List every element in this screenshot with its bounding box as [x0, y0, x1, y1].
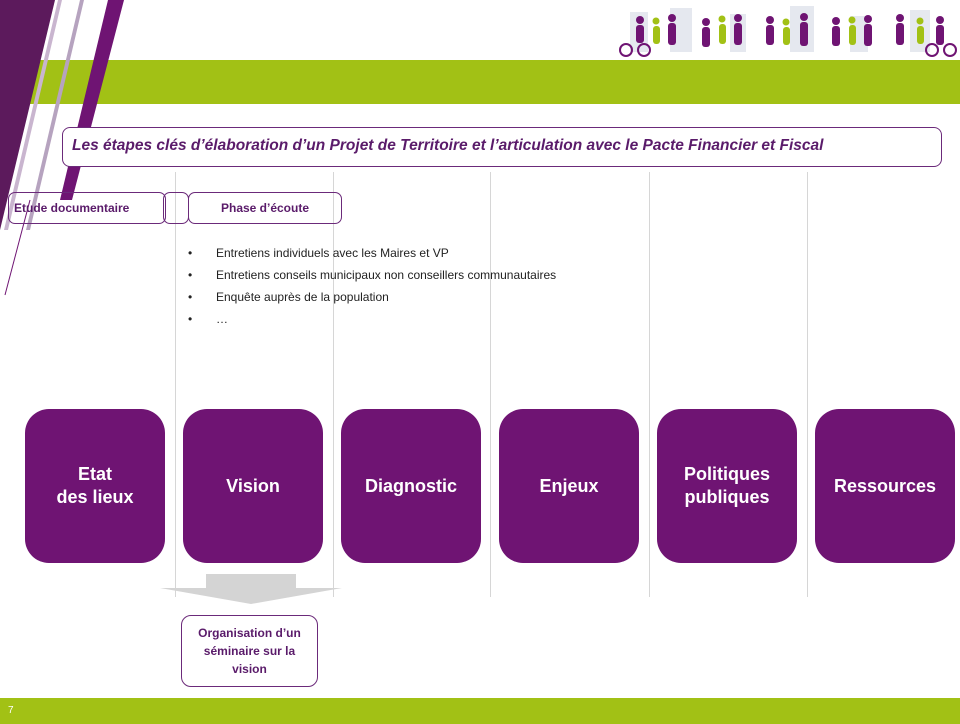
list-item: Enquête auprès de la population — [186, 289, 566, 305]
phase-ecoute-label: Phase d’écoute — [220, 201, 310, 215]
header-green-band — [0, 60, 960, 104]
column-divider — [807, 172, 808, 597]
down-arrow-icon — [160, 574, 342, 604]
column-divider — [649, 172, 650, 597]
phase-ecoute-box: Phase d’écoute — [188, 192, 342, 224]
stage-ressources: Ressources — [815, 409, 955, 563]
etude-documentaire-label: Etude documentaire — [14, 201, 130, 215]
stage-politiques-publiques: Politiques publiques — [657, 409, 797, 563]
seminaire-box: Organisation d’un séminaire sur la visio… — [181, 615, 318, 687]
footer-green-band — [0, 698, 960, 724]
list-item: … — [186, 311, 566, 327]
stage-label: Etat des lieux — [56, 464, 134, 507]
stage-vision: Vision — [183, 409, 323, 563]
stage-label: Politiques publiques — [683, 464, 770, 507]
etude-documentaire-frame — [8, 192, 166, 224]
phase-connector-box — [163, 192, 189, 224]
title-frame — [62, 127, 942, 167]
stage-enjeux: Enjeux — [499, 409, 639, 563]
list-item: Entretiens conseils municipaux non conse… — [186, 267, 566, 283]
stage-label: Vision — [226, 475, 280, 496]
column-divider — [175, 172, 176, 597]
seminaire-label: Organisation d’un séminaire sur la visio… — [198, 626, 301, 676]
people-crowd-illustration — [619, 6, 957, 57]
stage-label: Diagnostic — [364, 475, 457, 496]
page-number: 7 — [8, 705, 14, 716]
stage-label: Enjeux — [539, 475, 599, 496]
list-item: Entretiens individuels avec les Maires e… — [186, 245, 566, 261]
ecoute-bullet-list: Entretiens individuels avec les Maires e… — [186, 245, 566, 333]
column-divider — [333, 172, 334, 597]
stage-diagnostic: Diagnostic — [341, 409, 481, 563]
slide-title: Les étapes clés d’élaboration d’un Proje… — [72, 137, 824, 154]
column-divider — [490, 172, 491, 597]
stage-etat-des-lieux: Etat des lieux — [25, 409, 165, 563]
stage-label: Ressources — [833, 475, 937, 496]
